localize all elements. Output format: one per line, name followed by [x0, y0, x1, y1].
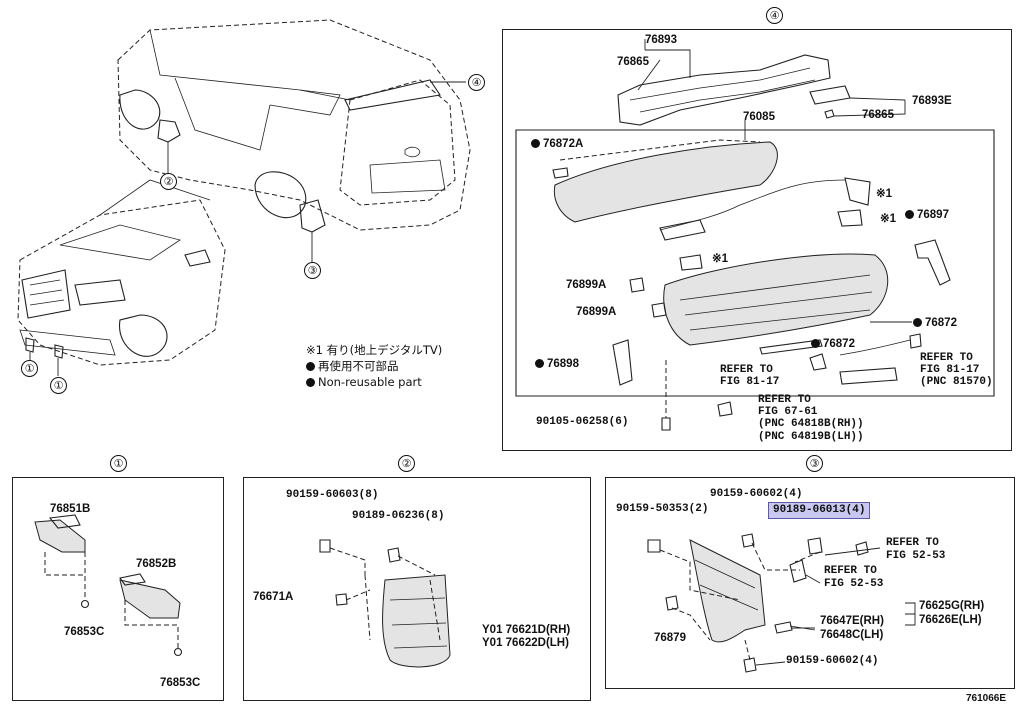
- refer-fig-81-17-right-line3[interactable]: (PNC 81570): [920, 376, 993, 388]
- legend-en-text: Non-reusable part: [318, 375, 422, 389]
- part-76865-right[interactable]: 76865: [862, 109, 894, 121]
- refer-fig-67-61-line1[interactable]: REFER TO: [758, 394, 811, 406]
- part-76893E[interactable]: 76893E: [912, 95, 952, 107]
- part-76897-text: 76897: [917, 209, 949, 221]
- part-90159-60603[interactable]: 90159-60603(8): [286, 489, 379, 501]
- part-76897[interactable]: 76897: [905, 209, 949, 222]
- part-76899A-lower[interactable]: 76899A: [576, 306, 617, 318]
- rear-vehicle-illustration: [117, 19, 471, 262]
- panel-2-mudguard: [243, 477, 591, 701]
- refer-fig-52-53-b-line2[interactable]: FIG 52-53: [824, 578, 884, 590]
- panel-1-front-mudflap: [12, 477, 224, 701]
- non-reusable-dot-icon: [905, 210, 914, 219]
- refer-fig-67-61-line4[interactable]: (PNC 64819B(LH)): [758, 431, 864, 443]
- refer-fig-52-53-a-line1[interactable]: REFER TO: [886, 537, 939, 549]
- note-mark-1a: ※1: [876, 188, 893, 200]
- part-76899A-upper[interactable]: 76899A: [566, 279, 607, 291]
- part-76853C-lower[interactable]: 76853C: [160, 677, 201, 689]
- part-76898-text: 76898: [547, 358, 579, 370]
- part-76872-center[interactable]: 76872: [811, 338, 855, 351]
- part-90159-60602-bottom[interactable]: 90159-60602(4): [786, 655, 879, 667]
- overview-mark-2[interactable]: ②: [160, 173, 177, 190]
- panel4-lineart: [515, 39, 995, 431]
- part-76626E[interactable]: 76626E(LH): [919, 614, 982, 626]
- part-76865-top[interactable]: 76865: [617, 56, 649, 68]
- legend-non-reusable-ja: 再使用不可部品: [306, 358, 442, 374]
- panel1-lineart: [34, 514, 183, 657]
- bullet-dot-icon: [306, 378, 315, 387]
- part-76648C[interactable]: 76648C(LH): [820, 629, 884, 641]
- part-76879[interactable]: 76879: [654, 632, 686, 644]
- part-76872A[interactable]: 76872A: [531, 138, 583, 151]
- part-76872-right[interactable]: 76872: [913, 317, 957, 330]
- part-76853C-upper[interactable]: 76853C: [64, 626, 105, 638]
- part-90189-06236[interactable]: 90189-06236(8): [352, 510, 445, 522]
- panel-3-header-mark: ③: [806, 455, 823, 472]
- part-76647E[interactable]: 76647E(RH): [820, 615, 884, 627]
- refer-fig-81-17-right-line2[interactable]: FIG 81-17: [920, 364, 980, 376]
- panel-4-header-mark: ④: [766, 7, 783, 24]
- overview-mark-3[interactable]: ③: [304, 262, 321, 279]
- refer-fig-81-17-right-line1[interactable]: REFER TO: [920, 352, 973, 364]
- part-90105-06258[interactable]: 90105-06258(6): [536, 416, 629, 428]
- part-76893[interactable]: 76893: [645, 34, 677, 46]
- non-reusable-dot-icon: [811, 339, 820, 348]
- legend-ja-text: 再使用不可部品: [318, 359, 399, 373]
- overview-mark-1a[interactable]: ①: [21, 360, 38, 377]
- part-76872-right-text: 76872: [925, 317, 957, 329]
- part-76851B[interactable]: 76851B: [50, 503, 91, 515]
- legend-note: ※1 有り(地上デジタルTV): [306, 343, 443, 357]
- part-76872-center-text: 76872: [823, 338, 855, 350]
- refer-fig-67-61-line3[interactable]: (PNC 64818B(RH)): [758, 418, 864, 430]
- note-mark-1c: ※1: [712, 253, 729, 265]
- refer-fig-67-61-line2[interactable]: FIG 67-61: [758, 406, 818, 418]
- diagram-id: 761066E: [966, 693, 1007, 704]
- non-reusable-dot-icon: [531, 139, 540, 148]
- part-76872A-text: 76872A: [543, 138, 584, 150]
- refer-fig-52-53-b-line1[interactable]: REFER TO: [824, 565, 877, 577]
- part-90159-50353[interactable]: 90159-50353(2): [616, 503, 709, 515]
- part-76622D[interactable]: Y01 76622D(LH): [482, 637, 569, 649]
- overview-mark-4[interactable]: ④: [468, 74, 485, 91]
- bullet-dot-icon: [306, 362, 315, 371]
- part-76671A[interactable]: 76671A: [253, 591, 294, 603]
- refer-fig-81-17-left-line1[interactable]: REFER TO: [720, 364, 773, 376]
- overview-mark-1b[interactable]: ①: [50, 377, 67, 394]
- legend: ※1 有り(地上デジタルTV) 再使用不可部品 Non-reusable par…: [306, 342, 442, 390]
- part-76085[interactable]: 76085: [743, 111, 775, 123]
- refer-fig-52-53-a-line2[interactable]: FIG 52-53: [886, 550, 946, 562]
- note-mark-1b: ※1: [880, 213, 897, 225]
- part-76625G[interactable]: 76625G(RH): [919, 600, 985, 612]
- part-76898[interactable]: 76898: [535, 358, 579, 371]
- panel-2-header-mark: ②: [398, 455, 415, 472]
- panel2-lineart: [319, 539, 451, 668]
- part-90189-06013-highlighted[interactable]: 90189-06013(4): [768, 502, 871, 519]
- part-90159-60602-top[interactable]: 90159-60602(4): [710, 488, 803, 500]
- non-reusable-dot-icon: [913, 318, 922, 327]
- panel-3-rear-mudguard: [605, 477, 1015, 689]
- refer-fig-81-17-left-line2[interactable]: FIG 81-17: [720, 376, 780, 388]
- part-76621D[interactable]: Y01 76621D(RH): [482, 624, 571, 636]
- panel3-lineart: [647, 533, 916, 673]
- front-vehicle-illustration: [17, 179, 226, 376]
- part-76852B[interactable]: 76852B: [136, 558, 177, 570]
- panel-1-header-mark: ①: [110, 455, 127, 472]
- panel-4-rear-spoiler: [502, 29, 1012, 451]
- non-reusable-dot-icon: [535, 359, 544, 368]
- legend-non-reusable-en: Non-reusable part: [306, 374, 442, 390]
